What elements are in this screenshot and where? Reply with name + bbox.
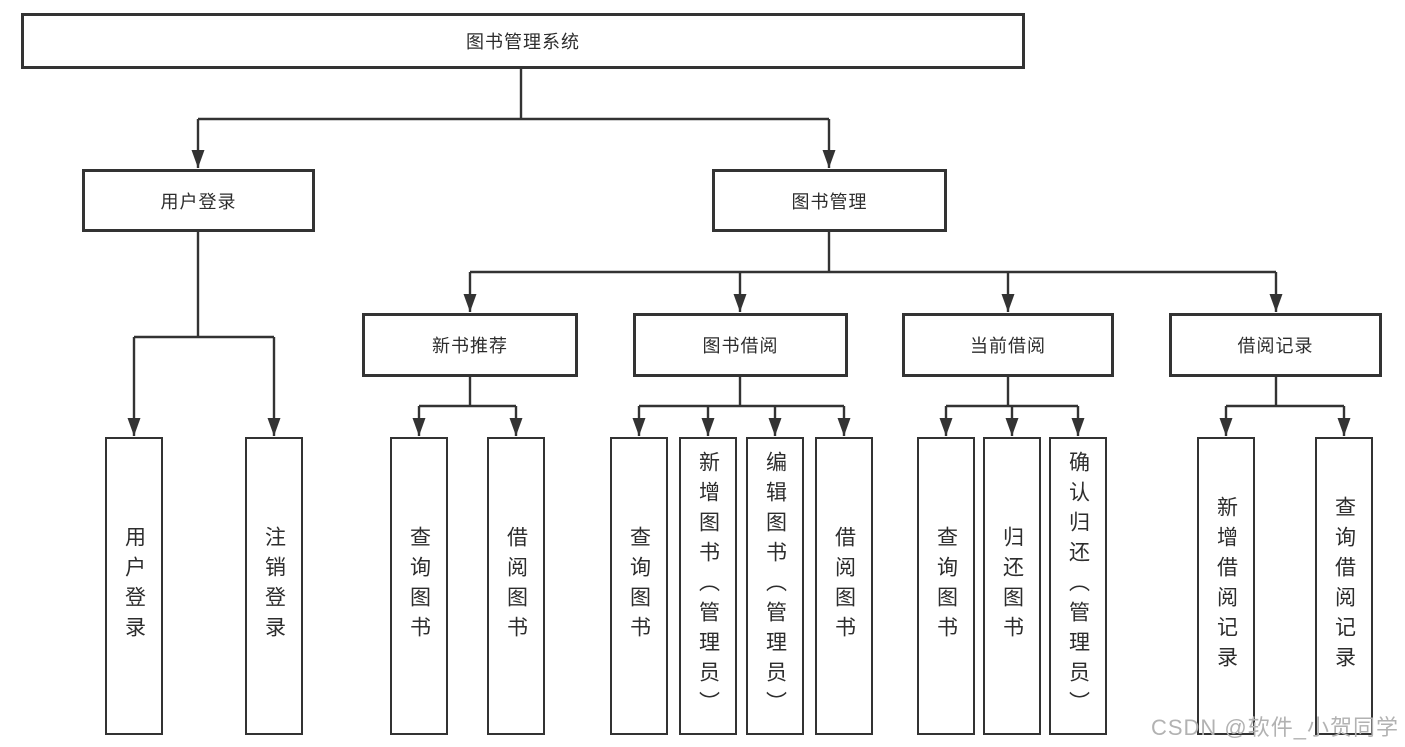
leaf-query-books-1: 查询图书 [390, 437, 448, 735]
node-book-management: 图书管理 [712, 169, 947, 232]
leaf-edit-book-admin: 编辑图书（管理员） [746, 437, 804, 735]
leaf-label: 借阅图书 [504, 526, 528, 646]
node-borrowing-records: 借阅记录 [1169, 313, 1382, 377]
leaf-query-books-2: 查询图书 [610, 437, 668, 735]
leaf-label: 归还图书 [1000, 526, 1024, 646]
leaf-label: 查询图书 [627, 526, 651, 646]
node-current-borrowing: 当前借阅 [902, 313, 1114, 377]
node-new-book-recommend: 新书推荐 [362, 313, 578, 377]
node-label: 当前借阅 [970, 336, 1046, 356]
leaf-borrow-books-1: 借阅图书 [487, 437, 545, 735]
node-label: 图书管理 [791, 191, 868, 212]
leaf-user-login: 用户登录 [105, 437, 163, 735]
leaf-label: 查询图书 [407, 526, 431, 646]
leaf-label: 查询图书 [934, 526, 958, 646]
leaf-label: 编辑图书（管理员） [763, 451, 787, 721]
node-label: 图书管理系统 [466, 32, 580, 52]
leaf-add-borrow-record: 新增借阅记录 [1197, 437, 1255, 735]
leaf-label: 新增借阅记录 [1214, 496, 1238, 676]
node-label: 用户登录 [160, 191, 237, 212]
leaf-query-borrow-record: 查询借阅记录 [1315, 437, 1373, 735]
node-user-login: 用户登录 [82, 169, 315, 232]
leaf-return-books: 归还图书 [983, 437, 1041, 735]
leaf-label: 新增图书（管理员） [696, 451, 720, 721]
node-label: 图书借阅 [702, 336, 779, 356]
leaf-borrow-books-2: 借阅图书 [815, 437, 873, 735]
leaf-label: 用户登录 [122, 526, 146, 646]
node-book-borrowing: 图书借阅 [633, 313, 848, 377]
leaf-label: 注销登录 [262, 526, 286, 646]
leaf-confirm-return-admin: 确认归还（管理员） [1049, 437, 1107, 735]
node-root: 图书管理系统 [21, 13, 1025, 69]
leaf-label: 借阅图书 [832, 526, 856, 646]
leaf-query-books-3: 查询图书 [917, 437, 975, 735]
node-label: 新书推荐 [432, 336, 508, 356]
leaf-add-book-admin: 新增图书（管理员） [679, 437, 737, 735]
leaf-logout: 注销登录 [245, 437, 303, 735]
leaf-label: 确认归还（管理员） [1066, 451, 1090, 721]
node-label: 借阅记录 [1237, 336, 1314, 356]
leaf-label: 查询借阅记录 [1332, 496, 1356, 676]
